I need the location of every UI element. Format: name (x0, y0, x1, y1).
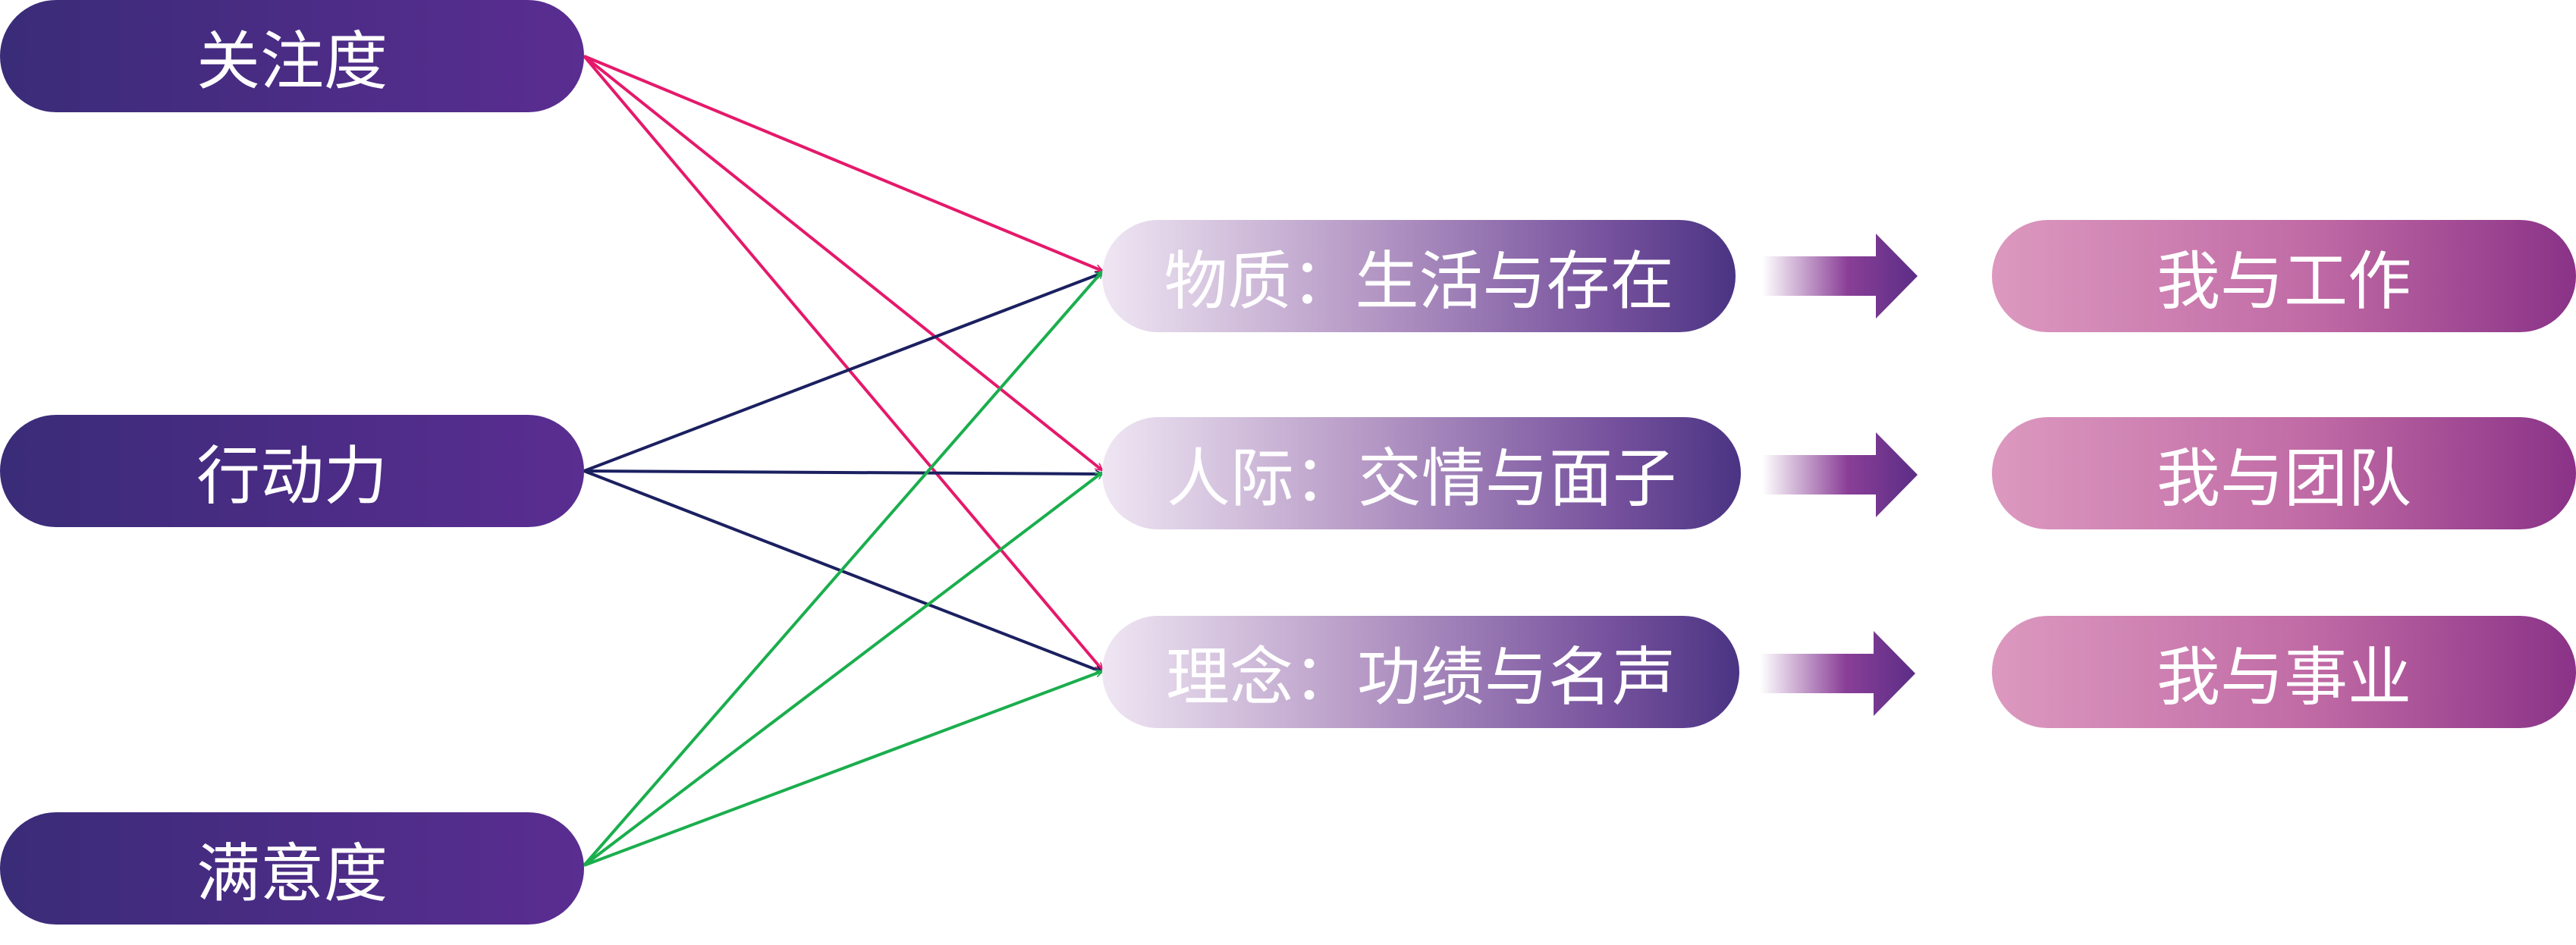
metric-pill-action: 行动力 (0, 415, 584, 527)
connector-metric-1-to-dimension-1 (583, 55, 1102, 271)
outcome-label: 我与团队 (2156, 441, 2411, 516)
connector-metric-3-to-dimension-3 (583, 671, 1102, 867)
outcome-label: 我与事业 (2156, 639, 2411, 714)
outcome-pill-work: 我与工作 (1992, 220, 2576, 332)
metric-label: 满意度 (196, 836, 388, 911)
block-arrow-3 (1760, 631, 1915, 716)
connector-metric-3-to-dimension-1 (583, 272, 1102, 867)
outcome-label: 我与工作 (2156, 243, 2411, 319)
dimension-label: 物质：生活与存在 (1164, 243, 1674, 319)
dimension-label: 理念：功绩与名声 (1165, 639, 1676, 714)
dimension-pill-relationship: 人际：交情与面子 (1102, 417, 1741, 529)
connector-metric-2-to-dimension-1 (583, 273, 1102, 472)
block-arrow-2 (1762, 432, 1918, 517)
metric-pill-attention: 关注度 (0, 0, 584, 112)
metric-label: 关注度 (196, 24, 388, 99)
connectors-from-metric-2 (583, 273, 1102, 672)
dimension-label: 人际：交情与面子 (1166, 441, 1676, 516)
connector-metric-3-to-dimension-2 (583, 472, 1102, 867)
dimension-pill-ideal: 理念：功绩与名声 (1102, 616, 1739, 728)
metric-pill-satisfaction: 满意度 (0, 812, 584, 925)
connector-metric-1-to-dimension-3 (583, 55, 1102, 670)
connectors-from-metric-1 (583, 55, 1102, 670)
dimension-pill-material: 物质：生活与存在 (1102, 220, 1736, 332)
connectors-from-metric-3 (583, 272, 1102, 867)
outcome-pill-team: 我与团队 (1992, 417, 2576, 529)
metric-label: 行动力 (196, 438, 388, 513)
outcome-pill-career: 我与事业 (1992, 616, 2576, 728)
connector-metric-2-to-dimension-3 (583, 469, 1102, 672)
block-arrow-1 (1762, 234, 1918, 319)
connector-metric-1-to-dimension-2 (583, 55, 1102, 470)
connector-metric-2-to-dimension-2 (583, 469, 1102, 474)
